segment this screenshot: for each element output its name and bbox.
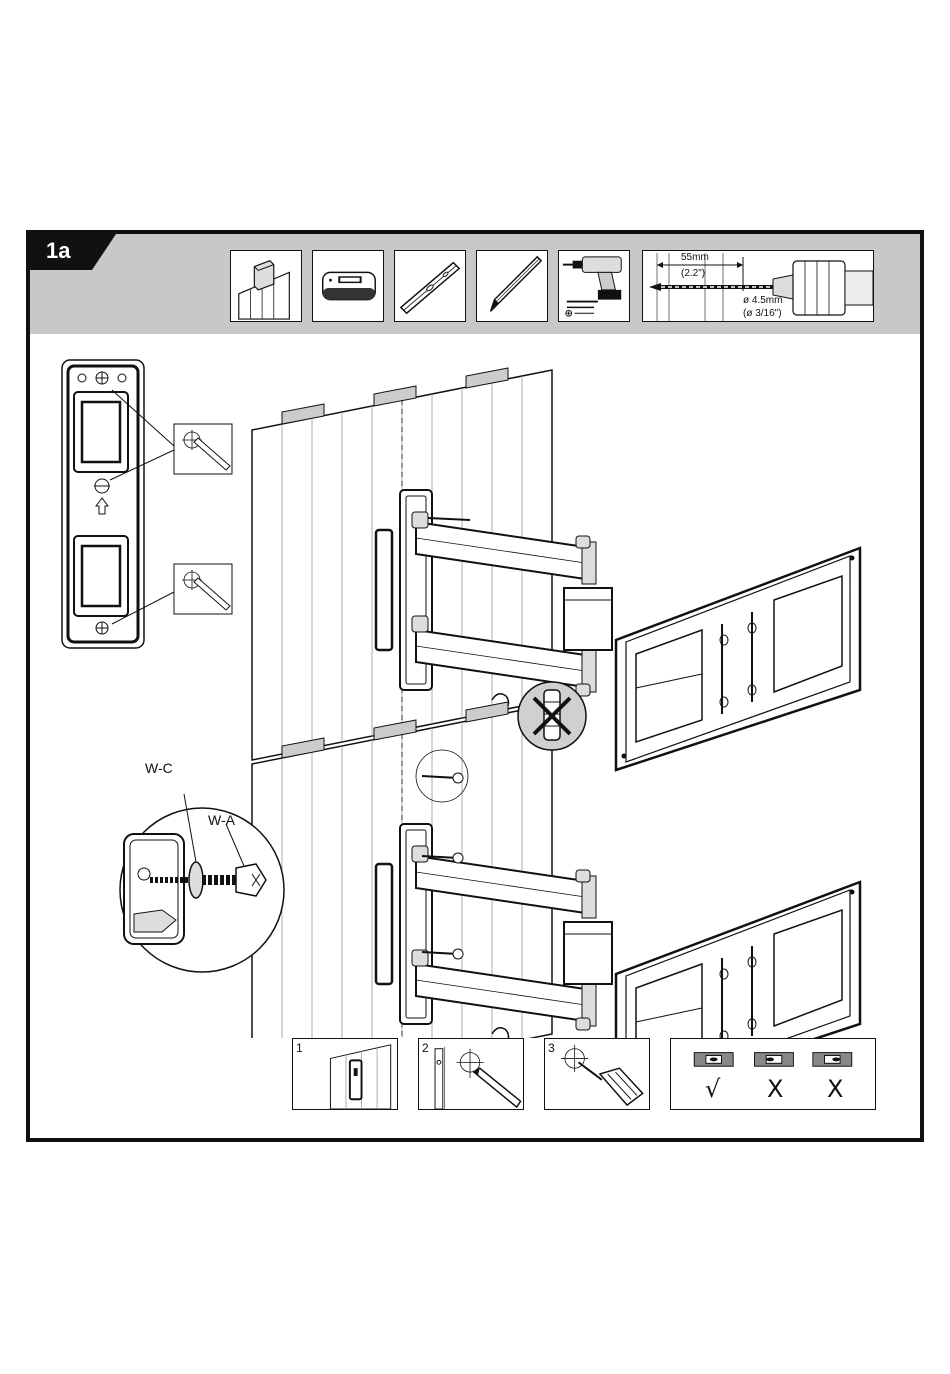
power-drill-icon: [558, 250, 630, 322]
drill-diameter-in: (ø 3/16"): [743, 308, 782, 319]
sub-step-number: 2: [422, 1041, 429, 1055]
drill-depth-mm: 55mm: [681, 252, 709, 263]
sub-step-drill-hole: 3: [544, 1038, 650, 1110]
wall-stud-icon: [230, 250, 302, 322]
instruction-frame: 1a: [26, 230, 924, 1142]
drill-depth-in: (2.2"): [681, 268, 705, 279]
sub-step-level-check: √ X X: [670, 1038, 876, 1110]
level-wrong-mark-right: X: [827, 1075, 843, 1103]
step-label: 1a: [46, 238, 70, 264]
bracket-detail-panel: [62, 360, 144, 648]
no-wall-anchor-icon: [518, 682, 586, 750]
tools-header: 1a: [30, 234, 920, 334]
step-badge: [30, 234, 116, 270]
sub-step-number: 1: [296, 1041, 303, 1055]
level-correct-mark: √: [705, 1075, 720, 1103]
stud-finder-icon: [312, 250, 384, 322]
pencil-icon: [476, 250, 548, 322]
sub-step-locate-stud: 1: [292, 1038, 398, 1110]
screw-part-label: W-A: [208, 812, 235, 828]
mounting-illustration: [30, 334, 920, 1038]
sub-step-mark-hole: 2: [418, 1038, 524, 1110]
sub-step-number: 3: [548, 1041, 555, 1055]
level-wrong-mark-left: X: [767, 1075, 783, 1103]
washer-part-label: W-C: [145, 760, 173, 776]
drill-diameter-mm: ø 4.5mm: [743, 295, 782, 306]
spirit-level-icon: [394, 250, 466, 322]
drill-depth-spec: 55mm (2.2") ø 4.5mm (ø 3/16"): [642, 250, 874, 322]
